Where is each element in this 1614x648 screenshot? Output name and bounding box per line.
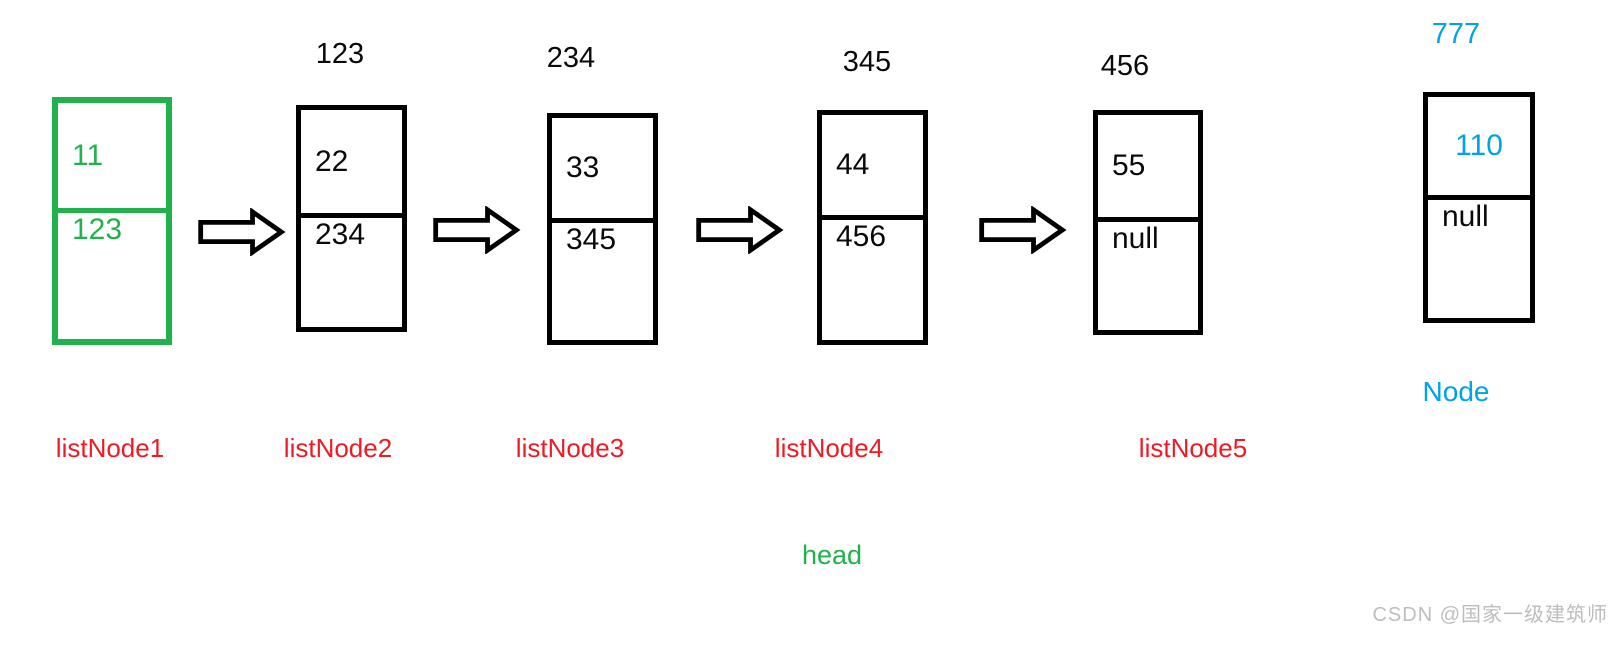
arrow-right-icon	[433, 206, 521, 254]
linked-list-node-3: 33 345	[547, 113, 658, 345]
linked-list-node-4: 44 456	[817, 110, 928, 345]
node-address-label: 123	[315, 38, 365, 70]
head-pointer-label: head	[801, 540, 863, 570]
node-address-label: 456	[1100, 50, 1150, 82]
linked-list-node-5: 55 null	[1093, 110, 1203, 335]
node-next-cell: null	[1112, 222, 1159, 255]
node-next-cell: 345	[566, 223, 617, 256]
linked-list-node-1: 11 123	[52, 97, 172, 345]
node-value-cell: 22	[301, 110, 402, 218]
arrow-right-icon	[696, 206, 784, 254]
csdn-watermark: CSDN @国家一级建筑师	[1372, 604, 1608, 626]
node-address-label: 345	[842, 46, 892, 78]
node-value-cell: 55	[1098, 115, 1198, 222]
detached-node-address-label: 777	[1431, 18, 1481, 50]
variable-label-listnode2: listNode2	[283, 433, 393, 463]
arrow-right-icon	[979, 206, 1067, 254]
detached-node: 110 null	[1423, 92, 1535, 323]
node-next-cell: null	[1442, 200, 1489, 233]
linked-list-node-2: 22 234	[296, 105, 407, 332]
node-next-cell: 234	[315, 218, 366, 251]
node-address-label: 234	[546, 42, 596, 74]
variable-label-listnode5: listNode5	[1138, 433, 1248, 463]
node-value-cell: 44	[822, 115, 923, 220]
detached-node-name-label: Node	[1422, 376, 1490, 407]
node-value-cell: 33	[552, 118, 653, 223]
node-next-cell: 123	[72, 213, 123, 246]
arrow-right-icon	[198, 208, 286, 256]
variable-label-listnode3: listNode3	[515, 433, 625, 463]
node-value-cell: 11	[58, 103, 166, 213]
variable-label-listnode1: listNode1	[55, 433, 165, 463]
node-value-cell: 110	[1428, 97, 1530, 200]
node-next-cell: 456	[836, 220, 887, 253]
variable-label-listnode4: listNode4	[774, 433, 884, 463]
